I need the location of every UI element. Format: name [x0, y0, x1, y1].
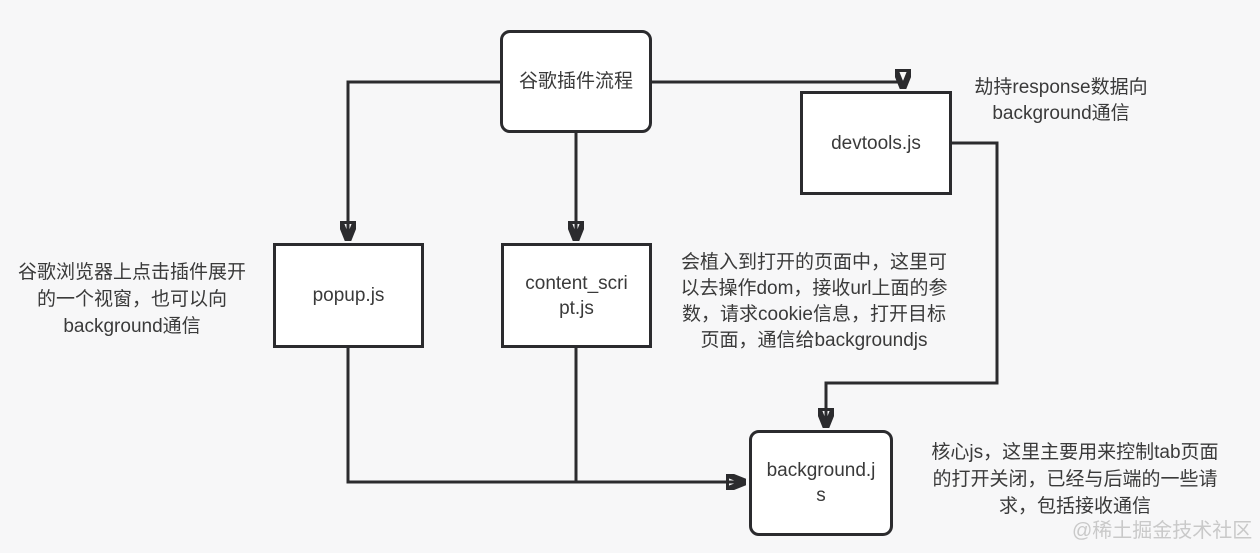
annotation-content-script: 会植入到打开的页面中，这里可 以去操作dom，接收url上面的参 数，请求coo… [680, 252, 948, 351]
connector-main-to-popup [348, 80, 500, 241]
node-content-script-js: content_scri pt.js [501, 243, 652, 348]
connector-popup-to-background [346, 348, 746, 482]
annotation-background: 核心js，这里主要用来控制tab页面 的打开关闭，已经与后端的一些请 求，包括接… [931, 442, 1219, 517]
node-popup-js: popup.js [273, 243, 424, 348]
connector-devtools-to-background [826, 141, 999, 428]
node-devtools-js: devtools.js [800, 91, 952, 195]
connector-main-to-devtools [652, 82, 903, 89]
annotation-devtools: 劫持response数据向 background通信 [974, 77, 1148, 124]
node-background-js: background.j s [749, 430, 893, 536]
node-google-plugin-flow: 谷歌插件流程 [500, 30, 652, 133]
watermark-juejin: @稀土掘金技术社区 [1072, 520, 1253, 542]
annotation-popup: 谷歌浏览器上点击插件展开 的一个视窗，也可以向 background通信 [17, 262, 246, 337]
